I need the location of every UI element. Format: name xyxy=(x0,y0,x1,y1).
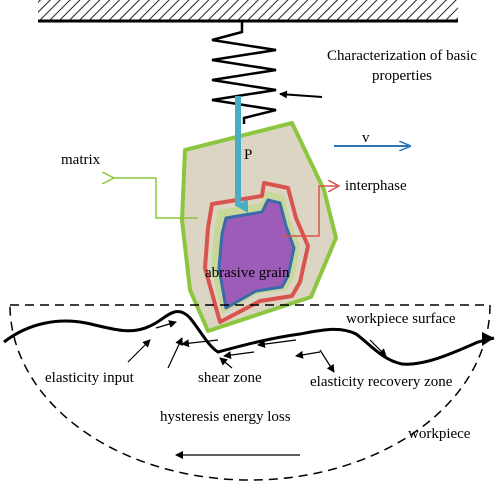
matrix-pointer-arrow xyxy=(114,178,198,219)
elasticity-recovery-zone-label: elasticity recovery zone xyxy=(310,374,453,390)
arrow-flow-1 xyxy=(257,339,297,349)
hysteresis-energy-loss-label: hysteresis energy loss xyxy=(160,409,291,425)
workpiece-surface-label: workpiece surface xyxy=(346,311,456,327)
workpiece-label: workpiece xyxy=(408,426,471,442)
workpiece-surface-arrowhead xyxy=(482,332,494,346)
arrow-shear-3 xyxy=(219,357,233,369)
elasticity-input-label: elasticity input xyxy=(45,370,134,386)
arrow-recovery-1 xyxy=(319,349,335,373)
shear-zone-label: shear zone xyxy=(198,370,262,386)
arrow-elastic-2 xyxy=(167,337,183,369)
matrix-label: matrix xyxy=(61,152,101,168)
interphase-pointer-arrow xyxy=(282,186,338,237)
abrasive-grain-shape xyxy=(217,198,296,310)
force-label: P xyxy=(244,147,253,163)
fixed-support xyxy=(38,0,458,20)
arrow-elastic-1 xyxy=(127,339,151,363)
diagram-title: Characterization of basic properties xyxy=(327,48,477,84)
arrow-recovery-2 xyxy=(369,339,387,357)
velocity-label: v xyxy=(362,130,370,146)
arrow-flow-2 xyxy=(295,350,321,359)
arrow-shear-1 xyxy=(181,339,219,348)
title-pointer-arrow xyxy=(279,90,323,99)
spring xyxy=(211,22,277,124)
arrow-shear-2 xyxy=(223,351,255,360)
workpiece-boundary xyxy=(9,304,491,481)
interphase-label: interphase xyxy=(345,178,407,194)
workpiece-surface-line xyxy=(3,310,495,366)
abrasive-grain-label: abrasive grain xyxy=(205,265,290,281)
arrow-elastic-3 xyxy=(155,320,177,329)
